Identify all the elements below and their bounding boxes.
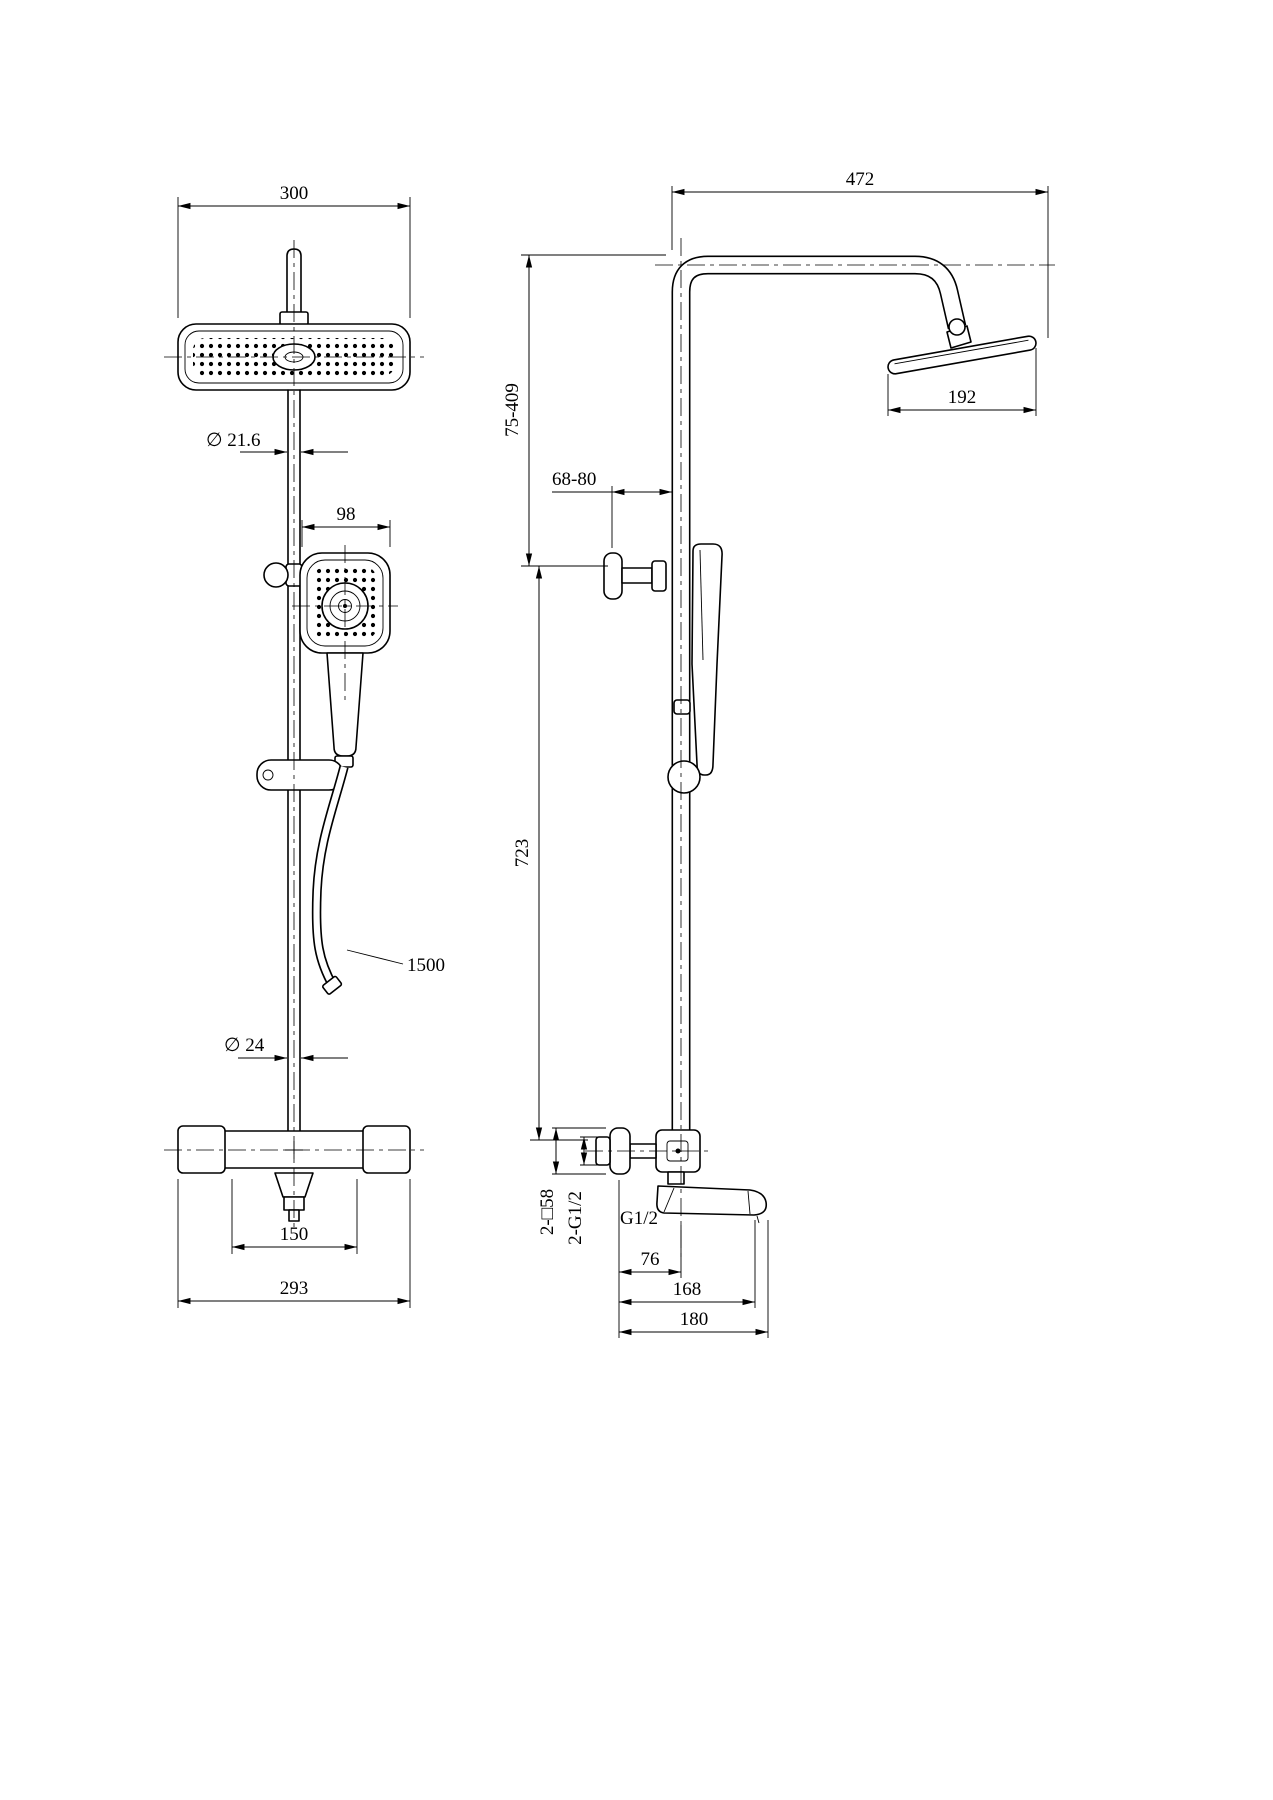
front-view-dimensions: 300 ∅ 21.6 98 1500 ∅ 24 150 293: [177, 183, 445, 1308]
side-view: [595, 255, 1037, 1224]
dim-head-width: 300: [280, 183, 309, 204]
side-view-dimensions: 472 192 75-409 68-80 723 2-□58 2-G1/2 G1…: [502, 169, 1049, 1338]
hand-shower-mount-knob: [263, 562, 289, 588]
dim-slide-bar-diameter: ∅ 24: [224, 1035, 265, 1056]
dim-hand-shower-width: 98: [337, 504, 356, 525]
tub-spout: [656, 1185, 768, 1216]
dim-valve-port-spacing: 150: [280, 1224, 309, 1245]
rain-shower-head-side: [887, 335, 1037, 375]
dim-bracket-adjust-range: 68-80: [552, 469, 596, 490]
hand-shower-handle: [326, 652, 364, 757]
dim-column-height: 723: [512, 839, 533, 868]
front-view: [177, 248, 411, 1222]
mixer-left-handle: [177, 1125, 226, 1174]
mixer-right-handle: [362, 1125, 411, 1174]
dim-inlet-offset: 76: [641, 1249, 660, 1270]
dim-spout-overall: 180: [680, 1309, 709, 1330]
head-ball-joint: [948, 318, 966, 336]
dim-head-depth: 192: [948, 387, 977, 408]
dim-hose-length: 1500: [407, 955, 445, 976]
dim-inlet-thread: 2-G1/2: [565, 1191, 586, 1245]
dim-pipe-diameter: ∅ 21.6: [206, 430, 261, 451]
centerlines: [164, 238, 1055, 1258]
dim-outlet-thread: G1/2: [620, 1208, 658, 1229]
dim-valve-overall-width: 293: [280, 1278, 309, 1299]
dim-riser-adjust-range: 75-409: [502, 383, 523, 437]
dim-escutcheon-square: 2-□58: [537, 1189, 558, 1235]
slider-clamp-front: [256, 759, 344, 791]
slider-clamp-side: [667, 760, 701, 794]
riser-column-side: [671, 255, 967, 1131]
dim-spout-reach: 168: [673, 1279, 702, 1300]
hand-shower-side: [691, 543, 723, 776]
wall-bracket-flange: [603, 552, 623, 600]
outlet-port: [667, 1171, 685, 1185]
dim-arm-reach: 472: [846, 169, 875, 190]
